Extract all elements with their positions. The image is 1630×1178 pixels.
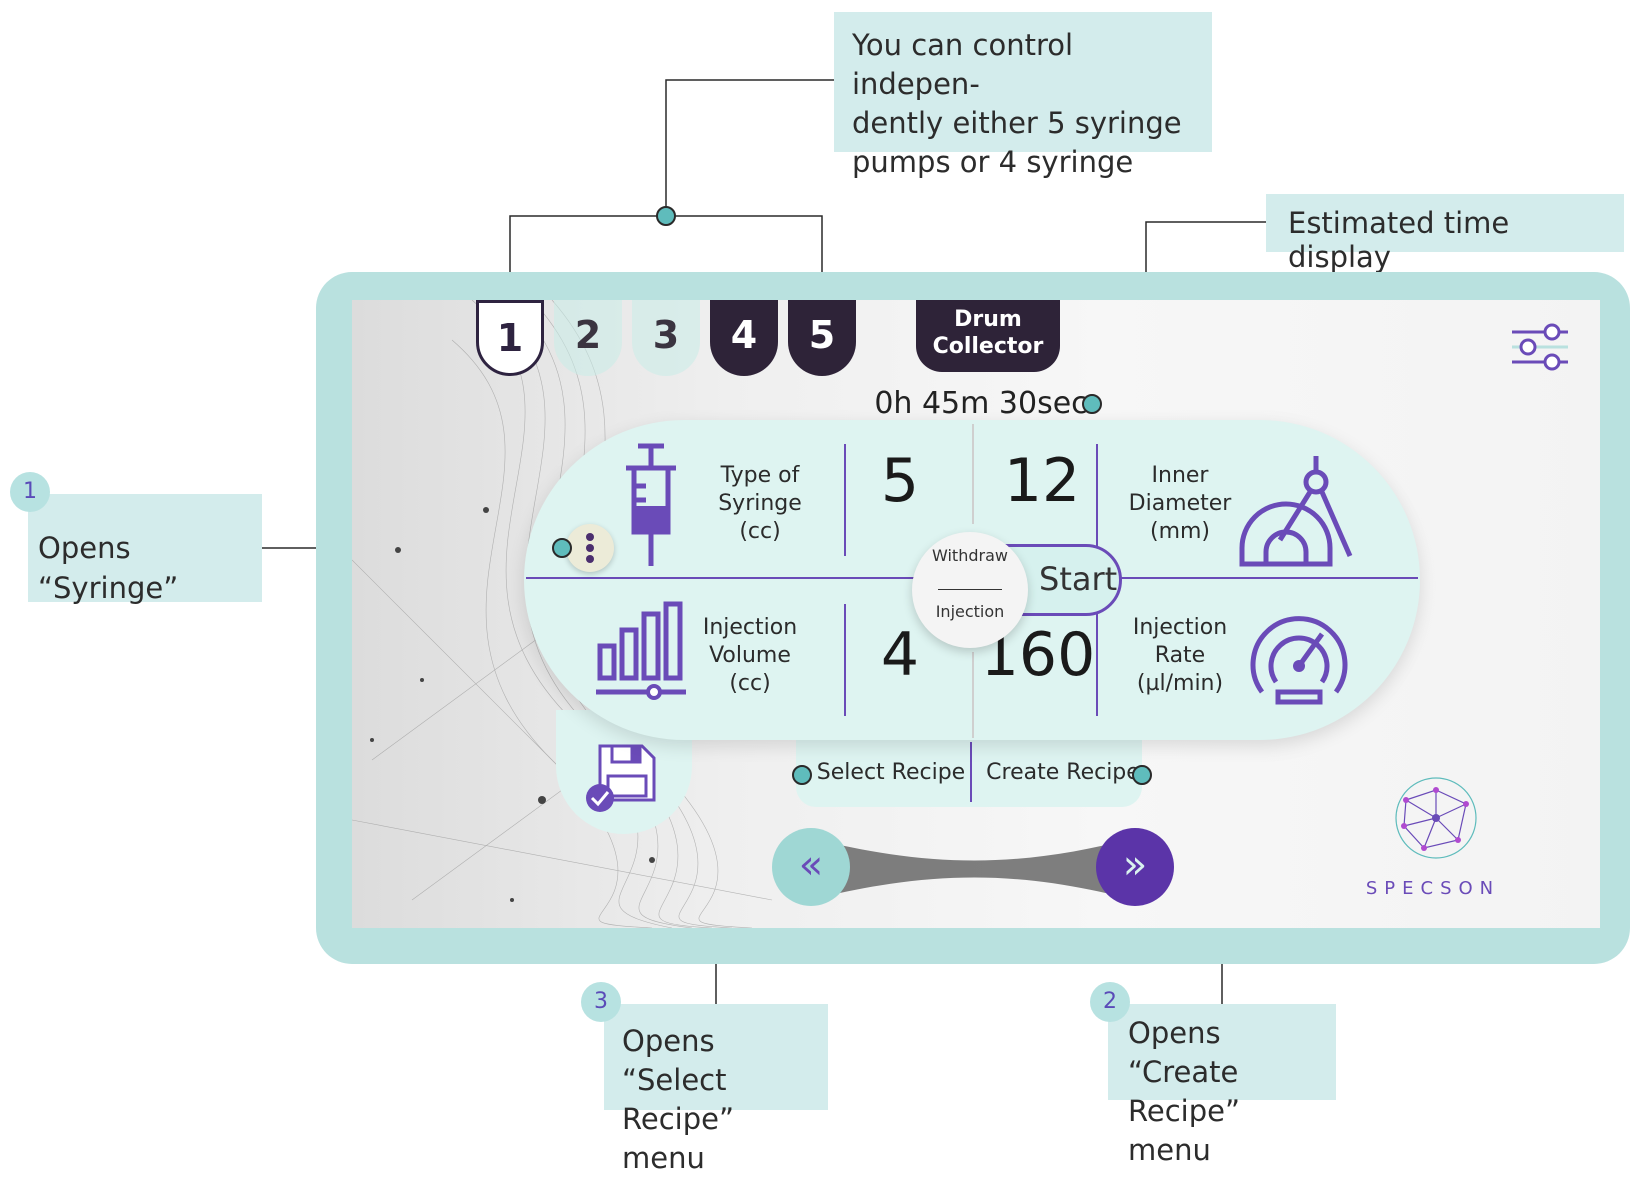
inner-diameter-value[interactable]: 12 (1003, 446, 1081, 516)
navigation-track (810, 838, 1134, 900)
select-recipe-dot (792, 765, 812, 785)
speed-gauge-icon[interactable] (1242, 604, 1356, 708)
compass-protractor-icon[interactable] (1238, 452, 1356, 570)
tab-pump-1[interactable]: 1 (476, 300, 544, 376)
specson-logo-icon (1395, 777, 1477, 859)
injection-rate-label: Injection Rate (µl/min) (1132, 615, 1228, 696)
callout-select-recipe: Opens “Select Recipe” menu (604, 1004, 828, 1175)
panel-divider-center-upper (972, 424, 974, 524)
callout-badge-1: 1 (10, 472, 50, 512)
recipe-divider (970, 742, 972, 802)
injection-volume-value[interactable]: 4 (880, 620, 920, 690)
save-check-icon[interactable] (582, 742, 662, 814)
injection-volume-label: Injection Volume (cc) (702, 615, 798, 696)
estimated-time-dot (1082, 394, 1102, 414)
mode-divider (938, 589, 1002, 590)
callout-create-recipe: Opens “Create Recipe” menu (1108, 1004, 1336, 1167)
tab-pump-3[interactable]: 3 (632, 300, 700, 376)
callout-pumps: You can control indepen- dently either 5… (834, 12, 1212, 179)
inner-diameter-label: Inner Diameter (mm) (1128, 463, 1232, 544)
tab-pump-4[interactable]: 4 (710, 300, 778, 376)
syringe-menu-button[interactable] (566, 524, 614, 572)
injection-option[interactable]: Injection (935, 602, 1005, 621)
volume-bars-icon[interactable] (594, 600, 690, 704)
syringe-callout-dot (552, 538, 572, 558)
panel-divider-left-upper (844, 444, 846, 556)
estimated-time: 0h 45m 30sec (874, 386, 1088, 421)
mode-toggle[interactable]: Withdraw Injection (912, 532, 1028, 648)
tab-pump-2[interactable]: 2 (554, 300, 622, 376)
panel-divider-right-upper (1096, 444, 1098, 556)
panel-divider-center-lower (972, 652, 974, 738)
callout-time: Estimated time display (1266, 194, 1624, 274)
create-recipe-dot (1132, 765, 1152, 785)
withdraw-option[interactable]: Withdraw (932, 546, 1008, 565)
next-button[interactable]: » (1096, 828, 1174, 906)
create-recipe-button[interactable]: Create Recipe (986, 760, 1140, 785)
syringe-type-label: Type of Syringe (cc) (718, 463, 802, 544)
panel-divider-right-lower (1096, 604, 1098, 716)
more-vertical-icon (586, 533, 594, 563)
tab-drum-collector[interactable]: Drum Collector (916, 300, 1060, 372)
callout-syringe: Opens “Syringe” (28, 494, 262, 605)
callout-pumps-dot (656, 206, 676, 226)
callout-badge-2: 2 (1090, 982, 1130, 1022)
brand-name: SPECSON (1365, 878, 1501, 899)
syringe-type-value[interactable]: 5 (880, 446, 920, 516)
settings-sliders-icon[interactable] (1508, 318, 1572, 376)
panel-divider-left-lower (844, 604, 846, 716)
syringe-icon[interactable] (612, 440, 690, 570)
previous-button[interactable]: « (772, 828, 850, 906)
tab-pump-5[interactable]: 5 (788, 300, 856, 376)
callout-badge-3: 3 (581, 982, 621, 1022)
recipe-tray (796, 735, 1142, 807)
select-recipe-button[interactable]: Select Recipe (816, 760, 966, 785)
